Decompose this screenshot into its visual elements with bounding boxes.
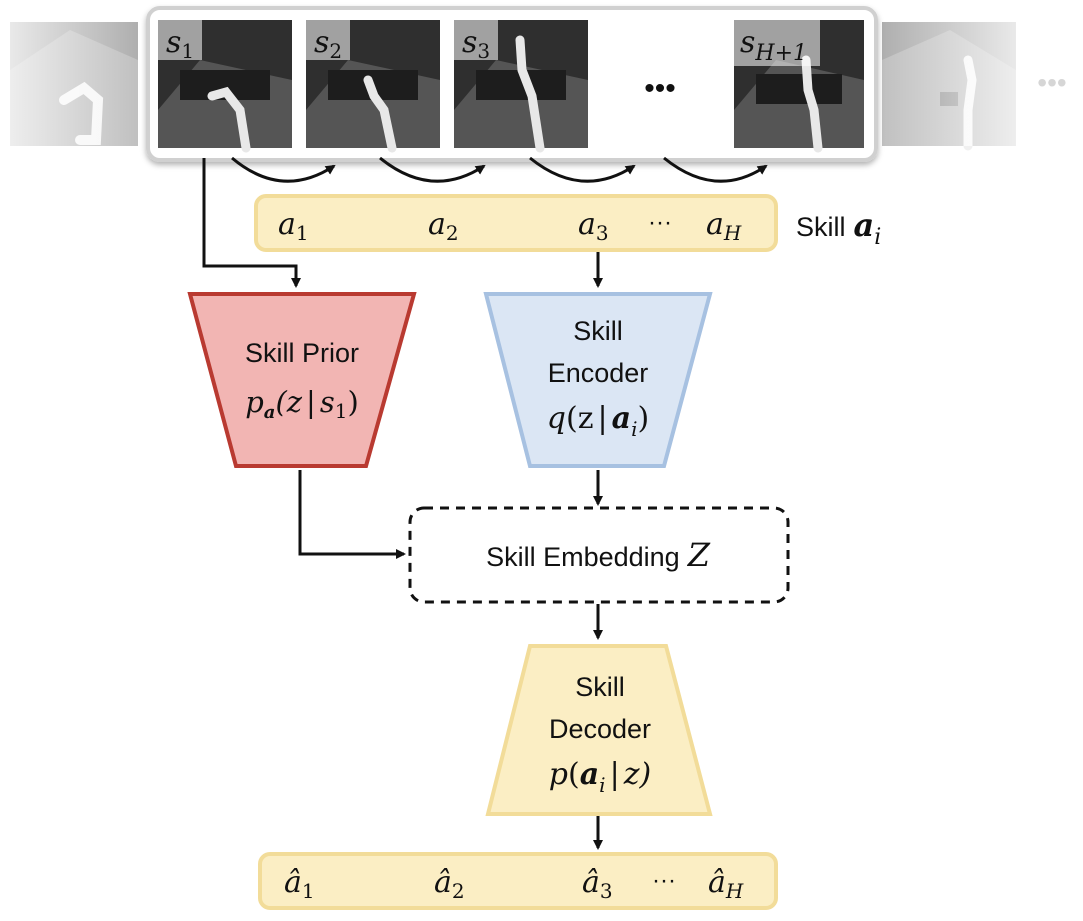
recon-dots: ··· xyxy=(652,867,676,894)
frame-s3-subscript: 3 xyxy=(477,39,490,63)
svg-text:aH: aH xyxy=(706,207,742,245)
recon-aH-sub: H xyxy=(725,879,744,903)
frame-sH1-symbol: s xyxy=(740,25,755,60)
frame-s3: s3 xyxy=(454,20,588,153)
connectors xyxy=(202,158,603,850)
action-dots: ··· xyxy=(648,209,672,236)
skill-prior-title: Skill Prior xyxy=(245,338,359,368)
skill-label-word: Skill xyxy=(796,212,846,242)
frame-s2: s2 xyxy=(306,20,440,153)
faded-ellipsis: ••• xyxy=(1037,67,1066,98)
skill-prior-formula: pa(z|s1) xyxy=(245,385,359,423)
skill-label-symbol: a xyxy=(854,206,875,244)
svg-text:a2: a2 xyxy=(428,207,459,245)
recon-aH: â xyxy=(708,865,726,900)
frame-sH1-subscript: H+1 xyxy=(754,41,807,66)
transition-arcs xyxy=(231,156,768,183)
skill-decoder-formula: p(ai|z) xyxy=(549,757,651,797)
recon-a1: â xyxy=(284,865,302,900)
recon-a3: â xyxy=(582,865,600,900)
frame-sH1: sH+1 xyxy=(734,20,864,153)
svg-text:s2: s2 xyxy=(314,25,342,63)
svg-text:â2: â2 xyxy=(434,865,465,903)
skill-embedding-block xyxy=(408,506,790,604)
svg-text:a3: a3 xyxy=(578,207,609,245)
skill-encoder-formula: q(z|ai) xyxy=(547,401,649,441)
svg-text:â3: â3 xyxy=(582,865,613,903)
action-a1: a xyxy=(278,207,296,242)
action-a2: a xyxy=(428,207,446,242)
svg-text:s1: s1 xyxy=(166,25,194,63)
svg-text:s3: s3 xyxy=(462,25,490,63)
skill-prior-block xyxy=(187,292,417,468)
recon-a3-sub: 3 xyxy=(600,879,613,903)
svg-text:âH: âH xyxy=(708,865,744,903)
action-a1-sub: 1 xyxy=(296,221,309,245)
recon-a2: â xyxy=(434,865,452,900)
frame-s2-symbol: s xyxy=(314,25,329,60)
faded-frame-right xyxy=(882,22,1016,151)
frame-s1: s1 xyxy=(158,20,292,153)
action-bar xyxy=(254,194,778,252)
prior-to-embedding-arrow xyxy=(298,470,406,559)
reconstructed-action-bar xyxy=(258,852,778,910)
frames-ellipsis: ••• xyxy=(644,72,676,105)
skill-label-subscript: i xyxy=(874,225,881,250)
recon-a2-sub: 2 xyxy=(452,879,465,903)
svg-text:a1: a1 xyxy=(278,207,309,245)
skill-encoder-line1: Skill xyxy=(573,316,623,346)
action-a3: a xyxy=(578,207,596,242)
frame-s1-subscript: 1 xyxy=(181,39,194,63)
frame-s1-symbol: s xyxy=(166,25,181,60)
action-a2-sub: 2 xyxy=(446,221,459,245)
action-a3-sub: 3 xyxy=(596,221,609,245)
skill-decoder-line1: Skill xyxy=(575,672,625,702)
skill-encoder-line2: Encoder xyxy=(548,358,649,388)
skill-encoder-block xyxy=(483,292,713,468)
svg-text:â1: â1 xyxy=(284,865,315,903)
recon-a1-sub: 1 xyxy=(302,879,315,903)
svg-text:sH+1: sH+1 xyxy=(740,25,807,66)
frame-s3-symbol: s xyxy=(462,25,477,60)
skill-decoder-line2: Decoder xyxy=(549,714,651,744)
action-aH: a xyxy=(706,207,724,242)
frame-s2-subscript: 2 xyxy=(329,39,342,63)
action-aH-sub: H xyxy=(723,221,742,245)
skill-decoder-block xyxy=(485,644,713,816)
s1-to-prior-arrow xyxy=(202,158,301,288)
faded-frame-left xyxy=(10,22,138,146)
